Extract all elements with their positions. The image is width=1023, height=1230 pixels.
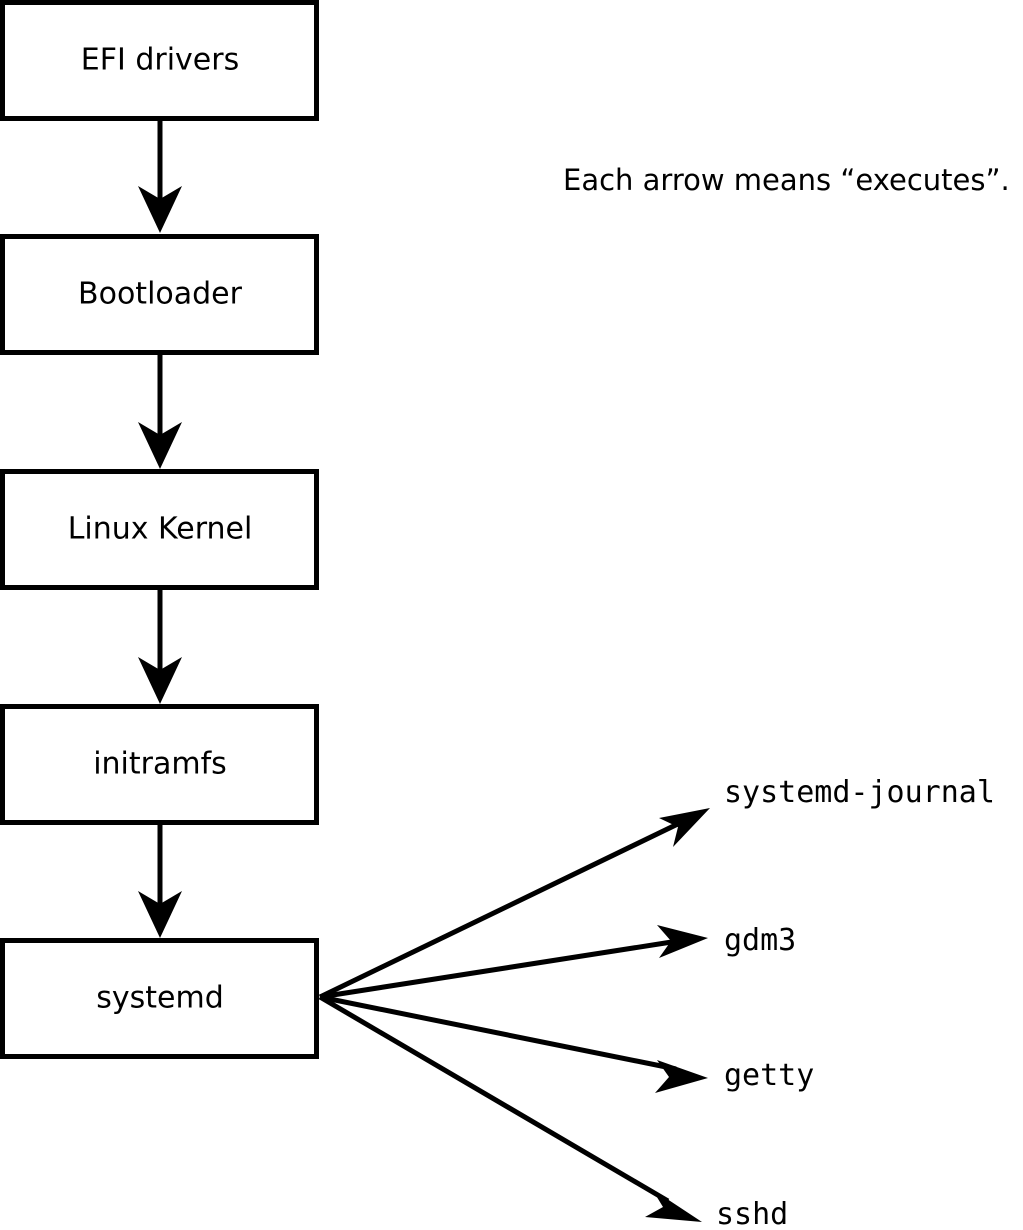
arrow-shaft: [318, 994, 670, 1204]
legend-text: Each arrow means “executes”.: [563, 163, 1010, 197]
arrow-shaft: [319, 994, 677, 1072]
box-outline: [0, 234, 319, 355]
arrow-head-diagonal: [657, 925, 708, 958]
chain-arrow-initramfs-to-systemd: [138, 823, 182, 938]
box-label: systemd: [96, 981, 224, 1016]
box-outline: [0, 938, 319, 1059]
arrow-shaft: [318, 818, 686, 1000]
leaf-label-gdm3[interactable]: gdm3: [724, 923, 796, 958]
box-bootloader[interactable]: Bootloader: [0, 234, 319, 355]
box-label: initramfs: [93, 747, 227, 782]
chain-arrow-bootloader-to-kernel: [138, 354, 182, 469]
box-efi-drivers[interactable]: EFI drivers: [0, 0, 319, 121]
arrow-head-diagonal: [659, 808, 710, 847]
chain-arrow-efi-to-bootloader: [138, 119, 182, 233]
box-outline: [0, 704, 319, 825]
box-label: Bootloader: [78, 277, 243, 312]
box-linux-kernel[interactable]: Linux Kernel: [0, 469, 319, 590]
arrow-head-down: [138, 891, 182, 938]
fanout-arrow-gdm3: [319, 925, 708, 1000]
leaf-label-systemd-journal[interactable]: systemd-journal: [724, 775, 995, 810]
leaf-label-sshd[interactable]: sshd: [716, 1197, 788, 1230]
leaf-label-getty[interactable]: getty: [724, 1058, 814, 1093]
arrow-head-down: [138, 657, 182, 704]
box-label: Linux Kernel: [68, 512, 253, 547]
box-initramfs[interactable]: initramfs: [0, 704, 319, 825]
box-label: EFI drivers: [81, 43, 239, 78]
arrow-head-down: [138, 422, 182, 469]
fanout-arrow-sshd: [318, 994, 702, 1222]
fanout-arrow-systemd-journal: [318, 808, 710, 1000]
fanout-arrow-getty: [319, 994, 708, 1093]
box-outline: [0, 0, 319, 121]
box-systemd[interactable]: systemd: [0, 938, 319, 1059]
box-outline: [0, 469, 319, 590]
arrow-head-diagonal: [645, 1189, 702, 1222]
chain-arrow-kernel-to-initramfs: [138, 589, 182, 704]
arrow-shaft: [319, 938, 679, 1000]
arrow-head-diagonal: [655, 1060, 708, 1093]
arrow-head-down: [138, 186, 182, 233]
